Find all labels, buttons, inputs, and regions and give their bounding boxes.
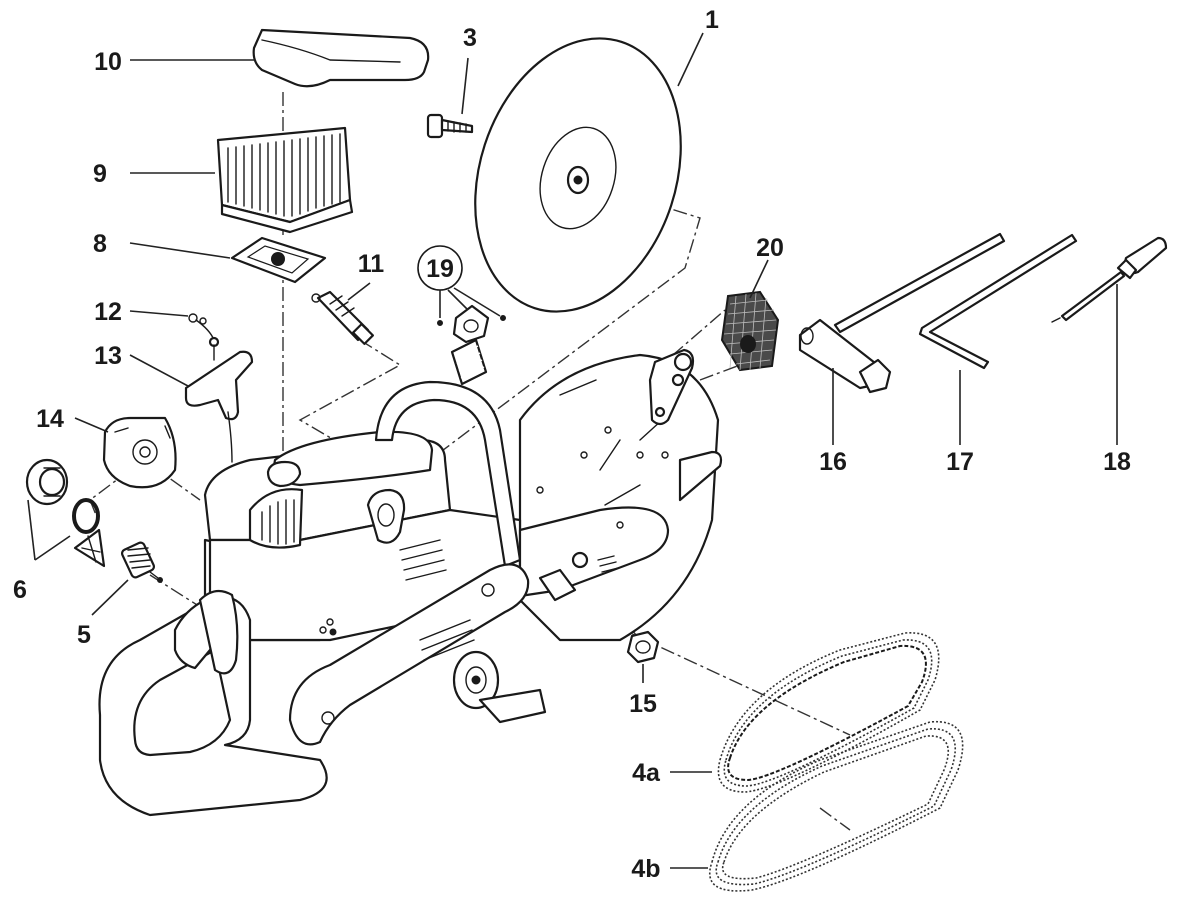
leader-lines	[27, 32, 1118, 869]
trigger-handle-icon	[184, 344, 254, 463]
callout-18: 18	[1103, 448, 1131, 476]
callout-4a: 4a	[632, 759, 661, 787]
drive-belt-4b-icon	[709, 720, 964, 892]
callout-labels: 1 3 10 9 8 11 19 20 12 13 14 6 5 16 17 1…	[13, 6, 1131, 883]
callout-10: 10	[94, 48, 122, 76]
filter-base-icon	[230, 236, 327, 284]
nut-icon	[626, 630, 660, 664]
callout-16: 16	[819, 448, 847, 476]
callout-20: 20	[756, 234, 784, 262]
plug-icon	[25, 458, 69, 506]
callout-14: 14	[36, 405, 64, 433]
callout-19-circle	[417, 245, 463, 291]
callout-6: 6	[13, 576, 27, 604]
decompression-cap-icon	[437, 304, 506, 386]
cutting-disc-icon	[474, 37, 682, 313]
allen-key-icon	[918, 233, 1078, 370]
callout-15: 15	[629, 690, 657, 718]
callout-9: 9	[93, 160, 107, 188]
fuel-filter-icon	[121, 541, 163, 583]
stop-switch-icon	[188, 313, 220, 348]
starter-cover-icon	[102, 416, 177, 489]
filter-cover-icon	[252, 28, 430, 88]
callout-11: 11	[358, 250, 385, 278]
callout-19: 19	[426, 255, 454, 283]
screwdriver-icon	[1051, 236, 1168, 323]
bolt-icon	[426, 113, 474, 139]
spark-plug-icon	[311, 290, 374, 345]
valve-wedge-icon	[73, 528, 106, 568]
power-cutter-body	[98, 348, 723, 817]
drive-belt-icon	[717, 632, 940, 793]
callout-12: 12	[94, 298, 122, 326]
callout-5: 5	[77, 621, 91, 649]
callout-4b: 4b	[631, 855, 660, 883]
o-ring-icon	[72, 498, 100, 534]
air-filter-icon	[216, 126, 354, 234]
combination-wrench-icon	[798, 232, 1006, 394]
callout-3: 3	[463, 24, 477, 52]
spark-arrestor-screen-icon	[720, 290, 780, 372]
callout-8: 8	[93, 230, 107, 258]
callout-17: 17	[946, 448, 974, 476]
callout-13: 13	[94, 342, 122, 370]
callout-1: 1	[705, 6, 719, 34]
